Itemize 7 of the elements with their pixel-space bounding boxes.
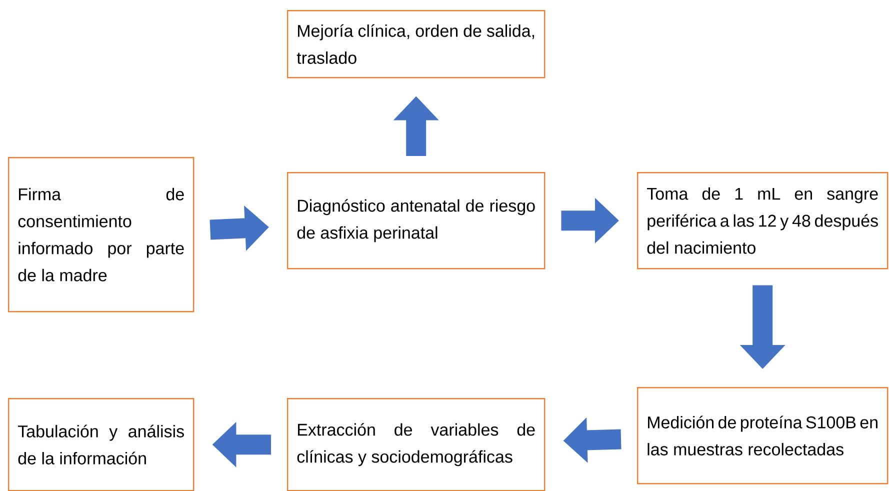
process-box: Mejoría clínica, orden de salida, traslado (287, 10, 546, 78)
process-box: Toma de 1 mL en sangre periférica a las 12 y 48 después del nacimiento (637, 172, 888, 270)
process-box: Extracción de variables de clínicas y sociodemográficas (287, 398, 546, 491)
process-box: Tabulación y análisis de la información (8, 398, 194, 491)
process-box: Medición de proteína S100B en las muestras recolectadas (637, 387, 888, 484)
process-box: Firma de consentimiento informado por parte de la madre (8, 157, 194, 312)
process-box: Diagnóstico antenatal de riesgo de asfixia perinatal (287, 172, 546, 270)
